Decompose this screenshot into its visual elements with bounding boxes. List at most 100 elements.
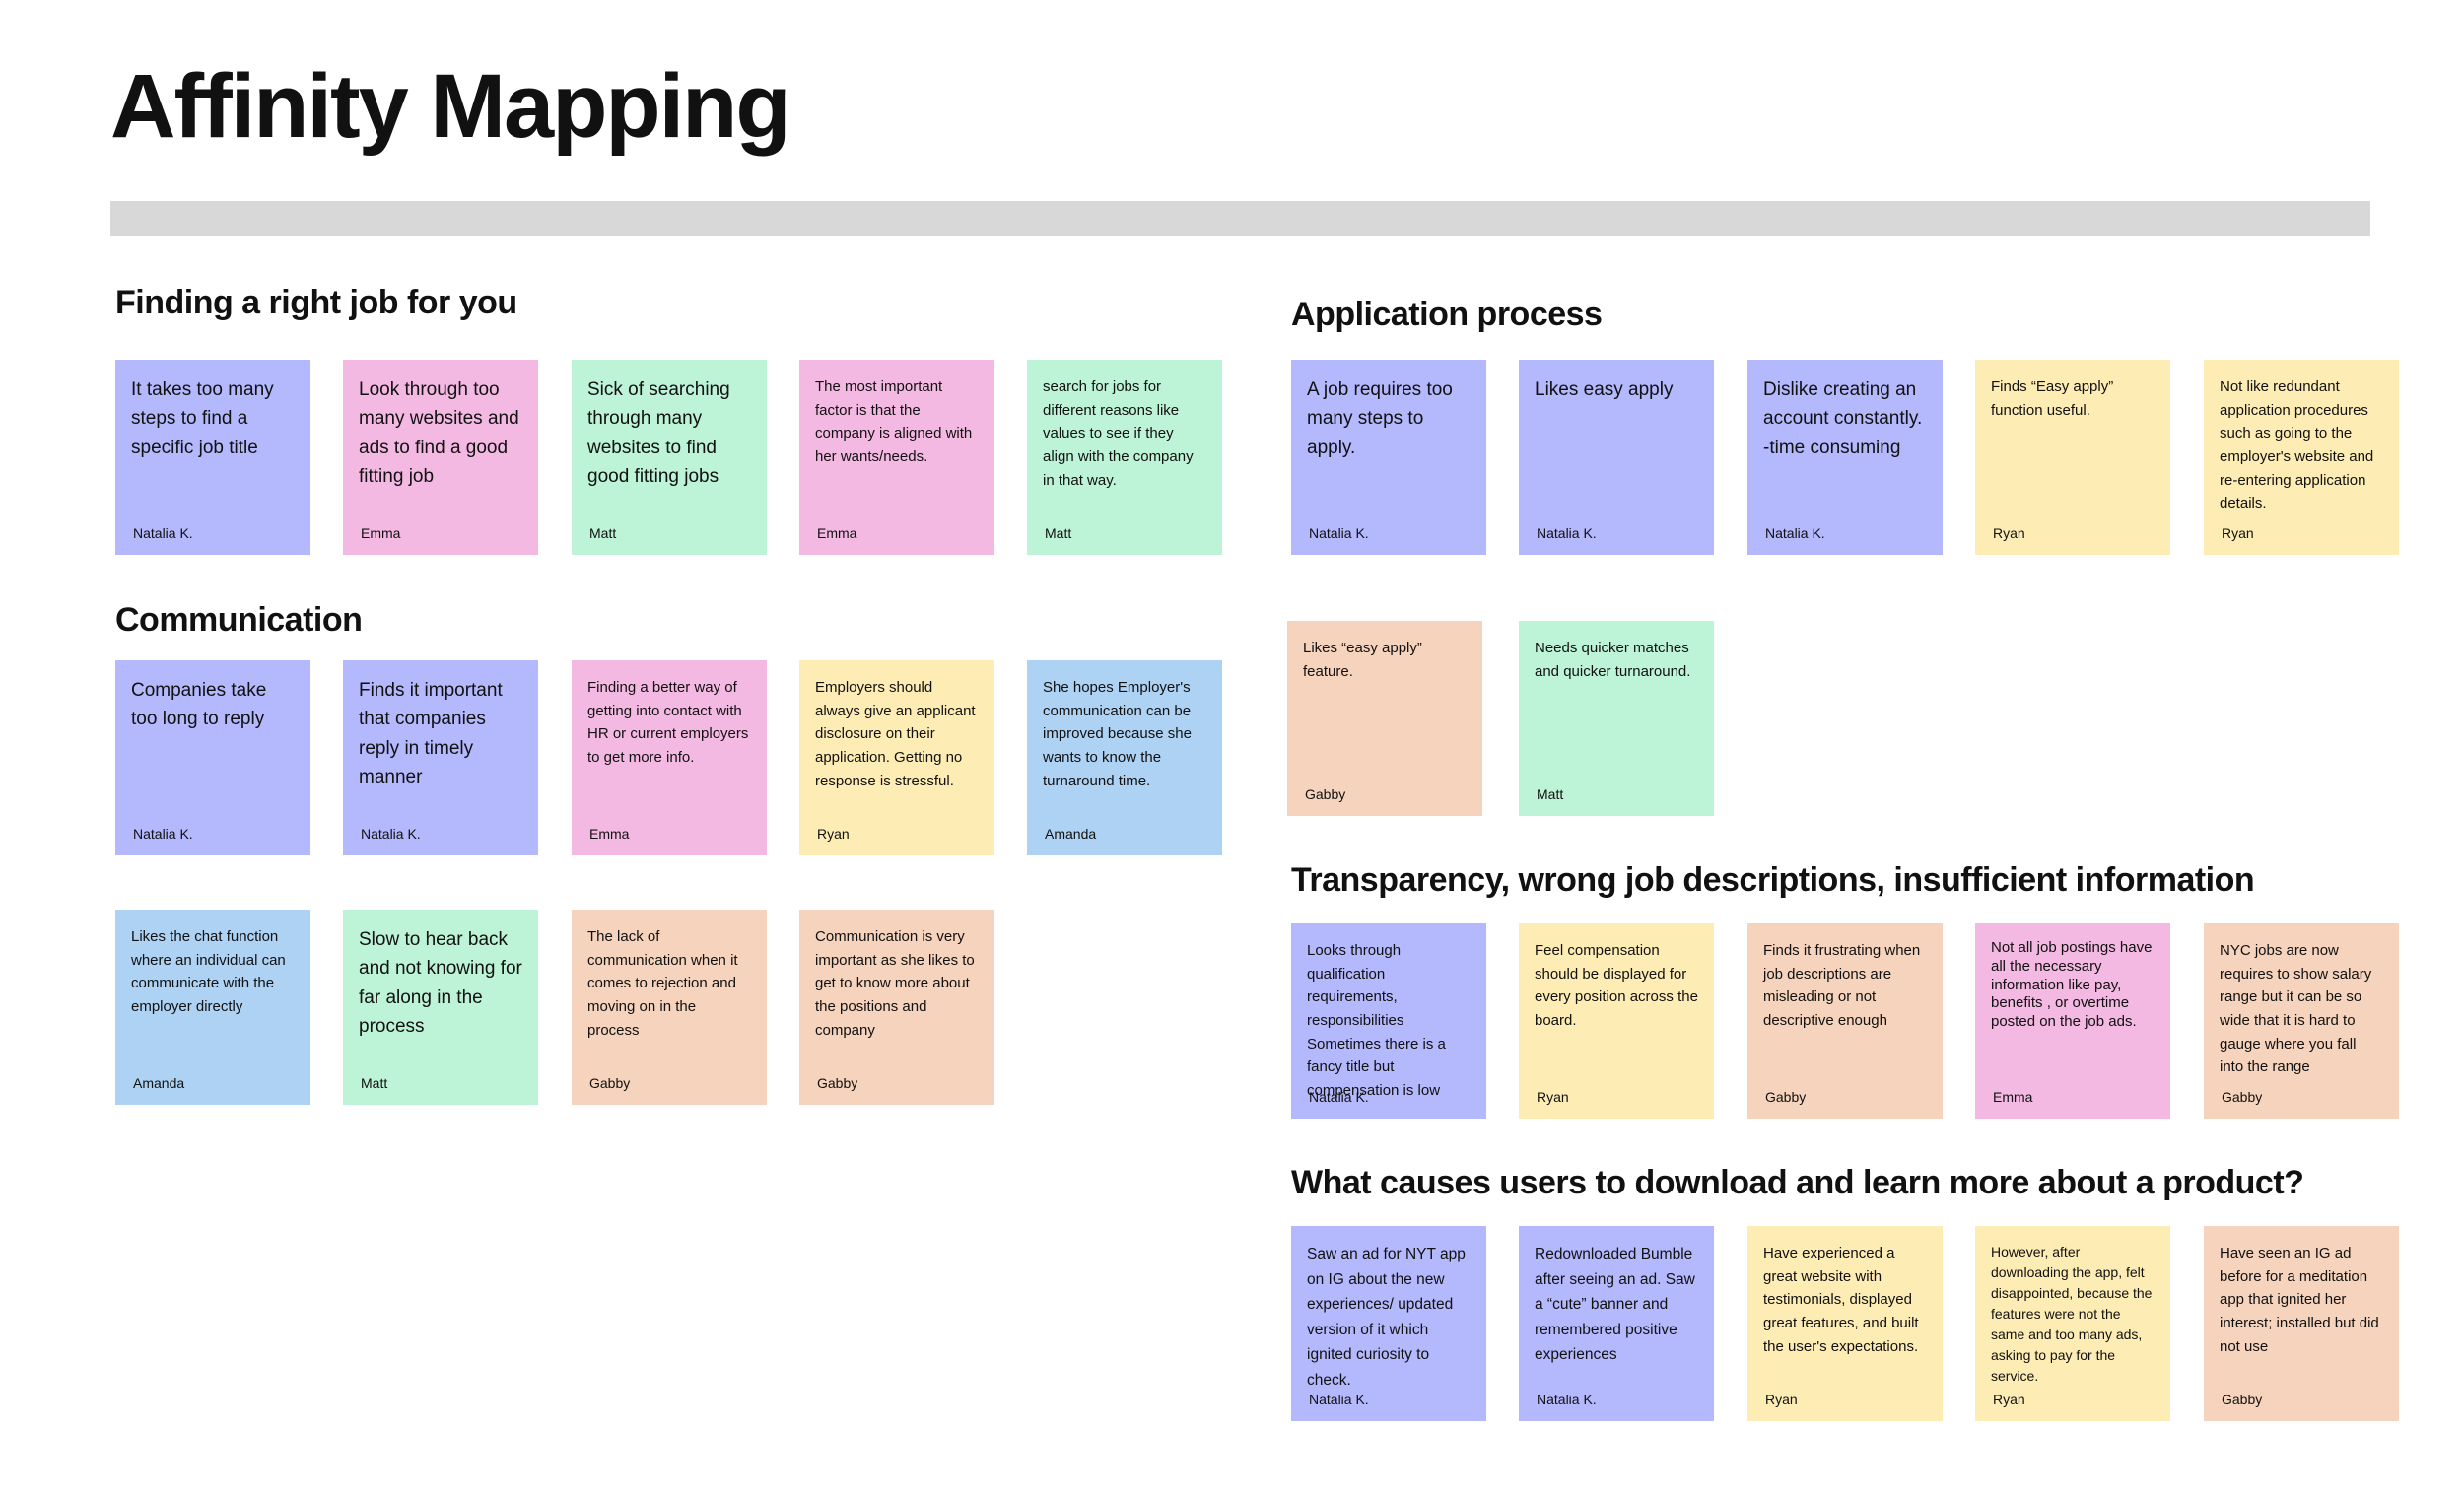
page-title: Affinity Mapping [110, 56, 791, 157]
note-author: Natalia K. [1765, 525, 1825, 541]
title-divider [110, 201, 2370, 236]
note-text: The most important factor is that the co… [815, 378, 973, 466]
note-text: The lack of communication when it comes … [587, 928, 738, 1039]
note-text: Needs quicker matches and quicker turnar… [1535, 640, 1691, 680]
sticky-note[interactable]: Saw an ad for NYT app on IG about the ne… [1291, 1226, 1486, 1421]
sticky-note[interactable]: Dislike creating an account constantly. … [1747, 360, 1943, 555]
note-text: Finds “Easy apply” function useful. [1991, 378, 2114, 419]
note-author: Natalia K. [1309, 1089, 1369, 1105]
note-text: Likes the chat function where an individ… [131, 928, 286, 1016]
sticky-note[interactable]: Likes the chat function where an individ… [115, 910, 310, 1105]
sticky-note[interactable]: Likes “easy apply” feature. Gabby [1287, 621, 1482, 816]
note-text: Redownloaded Bumble after seeing an ad. … [1535, 1246, 1695, 1364]
sticky-note[interactable]: Not like redundant application procedure… [2204, 360, 2399, 555]
sticky-note[interactable]: Likes easy apply Natalia K. [1519, 360, 1714, 555]
note-text: Look through too many websites and ads t… [359, 379, 519, 488]
note-author: Ryan [1993, 525, 2025, 541]
sticky-note[interactable]: However, after downloading the app, felt… [1975, 1226, 2170, 1421]
note-author: Matt [1045, 525, 1072, 541]
note-text: Likes “easy apply” feature. [1303, 640, 1422, 680]
note-author: Gabby [2222, 1392, 2263, 1407]
note-author: Matt [361, 1075, 388, 1091]
sticky-note[interactable]: Finding a better way of getting into con… [572, 660, 767, 855]
section-title-finding-job: Finding a right job for you [115, 284, 517, 321]
note-text: Saw an ad for NYT app on IG about the ne… [1307, 1246, 1466, 1389]
note-author: Ryan [1993, 1392, 2025, 1407]
sticky-note[interactable]: Look through too many websites and ads t… [343, 360, 538, 555]
note-author: Amanda [1045, 826, 1097, 842]
note-author: Gabby [1305, 786, 1346, 802]
sticky-note[interactable]: Finds it frustrating when job descriptio… [1747, 923, 1943, 1119]
section-title-communication: Communication [115, 601, 363, 639]
note-text: Have experienced a great website with te… [1763, 1245, 1919, 1355]
note-author: Ryan [2222, 525, 2254, 541]
note-author: Gabby [589, 1075, 631, 1091]
note-author: Ryan [1765, 1392, 1798, 1407]
note-author: Matt [589, 525, 617, 541]
note-text: Sick of searching through many websites … [587, 379, 730, 488]
sticky-note[interactable]: Needs quicker matches and quicker turnar… [1519, 621, 1714, 816]
section-title-transparency: Transparency, wrong job descriptions, in… [1291, 861, 2255, 899]
sticky-note[interactable]: She hopes Employer's communication can b… [1027, 660, 1222, 855]
sticky-note[interactable]: Finds it important that companies reply … [343, 660, 538, 855]
note-author: Gabby [817, 1075, 858, 1091]
note-author: Emma [589, 826, 630, 842]
sticky-note[interactable]: Sick of searching through many websites … [572, 360, 767, 555]
sticky-note[interactable]: Feel compensation should be displayed fo… [1519, 923, 1714, 1119]
note-text: Looks through qualification requirements… [1307, 942, 1446, 1100]
note-text: Finding a better way of getting into con… [587, 679, 749, 767]
sticky-note[interactable]: The most important factor is that the co… [799, 360, 994, 555]
sticky-note[interactable]: It takes too many steps to find a specif… [115, 360, 310, 555]
sticky-note[interactable]: NYC jobs are now requires to show salary… [2204, 923, 2399, 1119]
note-text: However, after downloading the app, felt… [1991, 1244, 2153, 1384]
note-author: Emma [817, 525, 857, 541]
note-text: Feel compensation should be displayed fo… [1535, 942, 1698, 1030]
sticky-note[interactable]: Looks through qualification requirements… [1291, 923, 1486, 1119]
note-author: Gabby [1765, 1089, 1807, 1105]
note-author: Natalia K. [133, 525, 193, 541]
sticky-note[interactable]: Redownloaded Bumble after seeing an ad. … [1519, 1226, 1714, 1421]
note-author: Emma [1993, 1089, 2033, 1105]
section-title-download-causes: What causes users to download and learn … [1291, 1164, 2304, 1201]
note-text: It takes too many steps to find a specif… [131, 379, 274, 458]
sticky-note[interactable]: Slow to hear back and not knowing for fa… [343, 910, 538, 1105]
sticky-note[interactable]: Employers should always give an applican… [799, 660, 994, 855]
note-author: Amanda [133, 1075, 185, 1091]
sticky-note[interactable]: Have experienced a great website with te… [1747, 1226, 1943, 1421]
note-text: NYC jobs are now requires to show salary… [2220, 942, 2372, 1076]
note-text: Not all job postings have all the necess… [1991, 939, 2153, 1030]
note-text: Companies take too long to reply [131, 680, 267, 730]
note-author: Natalia K. [1309, 525, 1369, 541]
sticky-note[interactable]: Communication is very important as she l… [799, 910, 994, 1105]
note-author: Matt [1537, 786, 1564, 802]
note-text: Not like redundant application procedure… [2220, 378, 2374, 512]
note-author: Natalia K. [1537, 525, 1597, 541]
note-text: Finds it important that companies reply … [359, 680, 503, 788]
note-text: Employers should always give an applican… [815, 679, 976, 789]
note-author: Gabby [2222, 1089, 2263, 1105]
note-author: Natalia K. [1309, 1392, 1369, 1407]
note-text: A job requires too many steps to apply. [1307, 379, 1453, 458]
sticky-note[interactable]: A job requires too many steps to apply. … [1291, 360, 1486, 555]
sticky-note[interactable]: search for jobs for different reasons li… [1027, 360, 1222, 555]
sticky-note[interactable]: Have seen an IG ad before for a meditati… [2204, 1226, 2399, 1421]
note-author: Natalia K. [1537, 1392, 1597, 1407]
section-title-application-process: Application process [1291, 296, 1603, 333]
note-text: Communication is very important as she l… [815, 928, 975, 1039]
note-text: search for jobs for different reasons li… [1043, 378, 1194, 489]
sticky-note[interactable]: Not all job postings have all the necess… [1975, 923, 2170, 1119]
sticky-note[interactable]: Finds “Easy apply” function useful. Ryan [1975, 360, 2170, 555]
note-author: Natalia K. [133, 826, 193, 842]
sticky-note[interactable]: Companies take too long to reply Natalia… [115, 660, 310, 855]
note-text: She hopes Employer's communication can b… [1043, 679, 1192, 789]
note-text: Slow to hear back and not knowing for fa… [359, 929, 522, 1038]
note-text: Finds it frustrating when job descriptio… [1763, 942, 1921, 1030]
note-author: Ryan [817, 826, 850, 842]
sticky-note[interactable]: The lack of communication when it comes … [572, 910, 767, 1105]
note-text: Likes easy apply [1535, 379, 1674, 400]
note-text: Have seen an IG ad before for a meditati… [2220, 1245, 2379, 1355]
note-text: Dislike creating an account constantly. … [1763, 379, 1923, 458]
note-author: Ryan [1537, 1089, 1569, 1105]
note-author: Natalia K. [361, 826, 421, 842]
note-author: Emma [361, 525, 401, 541]
